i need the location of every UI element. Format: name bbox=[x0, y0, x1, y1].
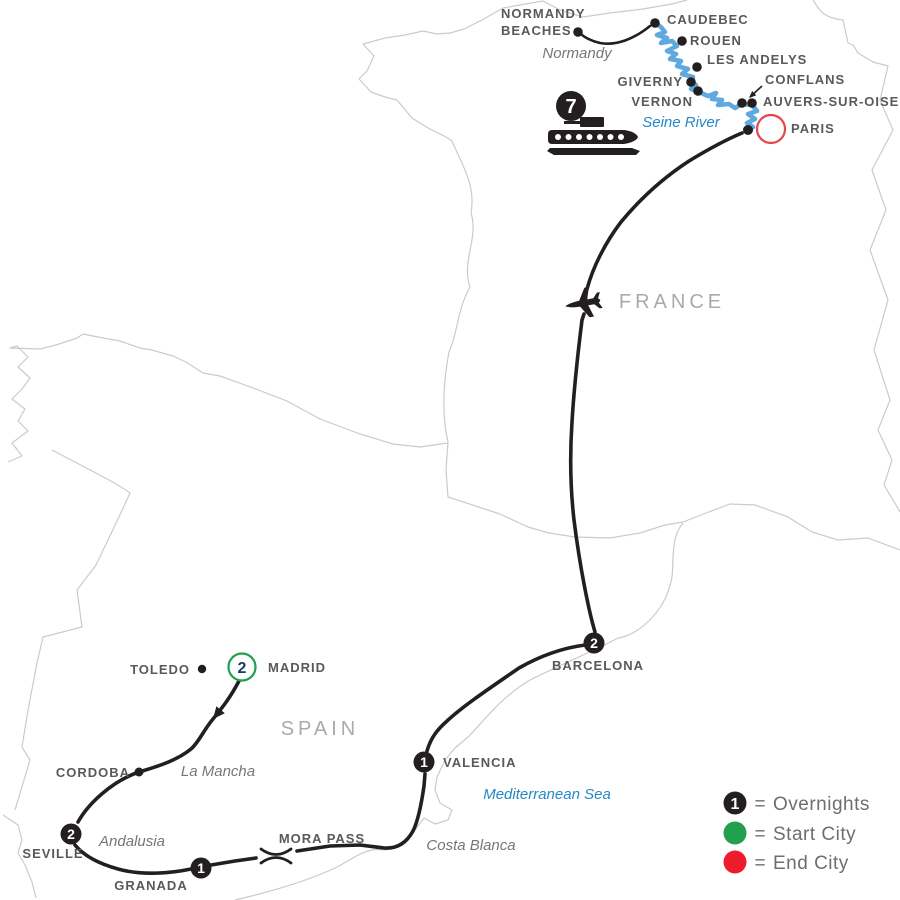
paris-end-city-ring bbox=[755, 113, 787, 145]
river-cruise-ship-icon: 7 bbox=[547, 91, 640, 155]
city-label-conflans: CONFLANS bbox=[765, 72, 845, 87]
start-city-badge-madrid: 2 bbox=[227, 652, 257, 682]
city-label-madrid: MADRID bbox=[268, 660, 326, 675]
caudebec-dot bbox=[650, 18, 660, 28]
paris-junction-dot bbox=[743, 125, 753, 135]
route-direction-arrow bbox=[213, 706, 225, 719]
svg-text:2: 2 bbox=[238, 660, 247, 677]
city-label-cordoba: CORDOBA bbox=[56, 765, 130, 780]
route-granada-morapass bbox=[209, 856, 258, 867]
cordoba-dot bbox=[134, 767, 144, 777]
coast-cadiz bbox=[2, 814, 37, 899]
route-group bbox=[73, 24, 744, 875]
legend-label-start-city: Start City bbox=[773, 824, 856, 845]
vernon-dot bbox=[693, 86, 703, 96]
svg-text:7: 7 bbox=[565, 96, 576, 118]
city-label-mora-pass: MORA PASS bbox=[279, 831, 365, 846]
city-label-giverny: GIVERNY bbox=[617, 74, 683, 89]
route-valencia-barcelona bbox=[425, 643, 587, 753]
legend-label-overnights: Overnights bbox=[773, 794, 870, 815]
mountain-pass-icon bbox=[259, 847, 293, 865]
region-label-costa-blanca: Costa Blanca bbox=[426, 837, 515, 854]
region-label-andalusia: Andalusia bbox=[98, 833, 165, 850]
overnight-badge-barcelona: 2 bbox=[583, 632, 605, 654]
city-label-rouen: ROUEN bbox=[690, 33, 742, 48]
auvers-sur-oise-dot bbox=[747, 98, 757, 108]
legend-row-overnights: 1 = Overnights bbox=[723, 791, 870, 815]
coast-spain-north bbox=[7, 333, 449, 463]
legend: 1 = Overnights = Start City = End City bbox=[723, 791, 870, 874]
airplane-icon bbox=[565, 286, 603, 318]
normandy-beaches-dot bbox=[573, 27, 583, 37]
city-label-les-andelys: LES ANDELYS bbox=[707, 52, 807, 67]
border-portugal bbox=[14, 449, 131, 811]
svg-text:1: 1 bbox=[197, 860, 205, 876]
coast-riviera bbox=[682, 503, 900, 551]
city-label-granada: GRANADA bbox=[114, 878, 187, 893]
end-city-legend-icon bbox=[723, 850, 747, 874]
city-label-barcelona: BARCELONA bbox=[552, 658, 644, 673]
coast-channel-east bbox=[542, 0, 688, 18]
overnights-legend-icon bbox=[723, 791, 747, 815]
conflans-dot bbox=[737, 98, 747, 108]
svg-text:=: = bbox=[754, 824, 765, 845]
stop-dots bbox=[134, 18, 757, 777]
les-andelys-dot bbox=[692, 62, 702, 72]
city-label-seville: SEVILLE bbox=[22, 846, 83, 861]
route-flight-north-paris bbox=[585, 131, 744, 291]
legend-row-end-city: = End City bbox=[723, 850, 849, 874]
svg-text:1: 1 bbox=[420, 754, 428, 770]
legend-row-start-city: = Start City bbox=[723, 821, 856, 845]
route-seville-granada bbox=[73, 843, 193, 875]
toledo-dot bbox=[197, 664, 207, 674]
cruise-nights-badge: 7 bbox=[556, 91, 586, 121]
legend-label-end-city: End City bbox=[773, 853, 849, 874]
country-label-france: FRANCE bbox=[619, 291, 725, 313]
water-label-seine-river: Seine River bbox=[642, 114, 721, 131]
rouen-dot bbox=[677, 36, 687, 46]
city-label-paris: PARIS bbox=[791, 121, 835, 136]
city-label-vernon: VERNON bbox=[631, 94, 693, 109]
overnight-badge-granada: 1 bbox=[190, 857, 212, 879]
route-caudebec-normandy-beaches bbox=[579, 24, 652, 45]
svg-text:2: 2 bbox=[590, 635, 598, 651]
city-label-valencia: VALENCIA bbox=[443, 755, 516, 770]
city-label-normandy-beaches-1: NORMANDY bbox=[501, 6, 586, 21]
country-label-spain: SPAIN bbox=[281, 718, 360, 740]
city-label-normandy-beaches-2: BEACHES bbox=[501, 23, 572, 38]
coast-spain-mediterranean bbox=[234, 522, 684, 900]
overnight-badge-seville: 2 bbox=[60, 823, 82, 845]
city-label-auvers-sur-oise: AUVERS-SUR-OISE bbox=[763, 94, 899, 109]
city-label-caudebec: CAUDEBEC bbox=[667, 12, 749, 27]
svg-text:=: = bbox=[754, 853, 765, 874]
overnight-badge-valencia: 1 bbox=[413, 751, 435, 773]
city-label-toledo: TOLEDO bbox=[130, 662, 190, 677]
coast-northwest-france bbox=[358, 0, 684, 539]
route-barcelona-flight-south bbox=[568, 312, 597, 634]
route-madrid-seville bbox=[76, 679, 241, 824]
svg-text:=: = bbox=[754, 794, 765, 815]
giverny-dot bbox=[686, 77, 696, 87]
region-label-la-mancha: La Mancha bbox=[181, 763, 255, 780]
border-france-east bbox=[812, 0, 900, 513]
route-morapass-valencia bbox=[295, 772, 427, 853]
region-label-normandy: Normandy bbox=[542, 45, 613, 62]
start-city-legend-icon bbox=[723, 821, 747, 845]
svg-text:2: 2 bbox=[67, 826, 75, 842]
conflans-pointer bbox=[749, 85, 763, 98]
svg-text:1: 1 bbox=[731, 796, 740, 813]
water-label-mediterranean-sea: Mediterranean Sea bbox=[483, 786, 611, 803]
